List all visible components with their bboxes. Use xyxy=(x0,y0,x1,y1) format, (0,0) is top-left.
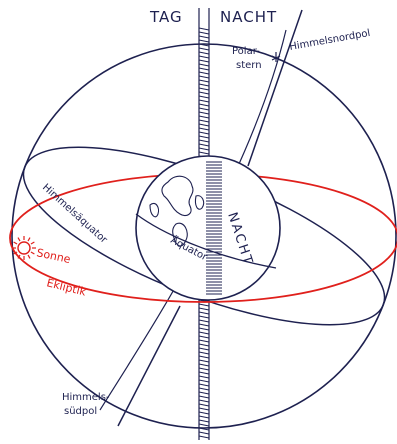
label-himmelssuedpol-1: Himmels- xyxy=(62,392,110,403)
sun-icon xyxy=(12,236,36,260)
label-tag: TAG xyxy=(149,8,183,26)
label-nacht: NACHT xyxy=(220,8,277,26)
label-himmelsnordpol: Himmelsnordpol xyxy=(289,28,372,53)
label-sonne: Sonne xyxy=(35,246,72,266)
label-ekliptik: Ekliptik xyxy=(45,276,88,298)
label-polarstern-2: stern xyxy=(236,60,262,71)
polaris-star-icon xyxy=(272,52,280,62)
earth xyxy=(136,156,280,300)
label-polarstern-1: Polar- xyxy=(232,46,260,57)
label-himmelssuedpol-2: südpol xyxy=(64,406,97,417)
